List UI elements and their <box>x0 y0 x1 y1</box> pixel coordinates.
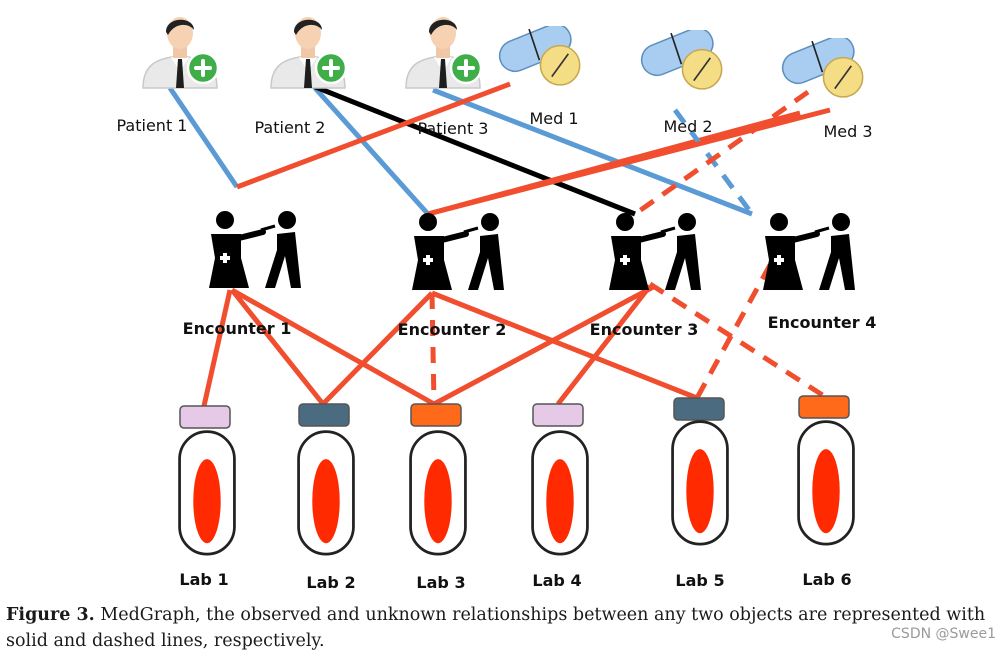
edge-encounter-1-to-lab-1 <box>201 289 233 407</box>
med-label-3: Med 3 <box>823 122 872 141</box>
med-label-1: Med 1 <box>529 109 578 128</box>
edge-patient-2-to-encounter-3 <box>302 79 636 217</box>
edge-encounter-4-to-lab-5 <box>694 263 773 400</box>
edge-encounter-1-to-lab-2 <box>230 288 325 406</box>
pill-icon <box>495 26 581 86</box>
patient-label-3: Patient 3 <box>418 119 489 138</box>
encounter-label-3: Encounter 3 <box>590 320 699 339</box>
encounter-label-1: Encounter 1 <box>183 319 292 338</box>
tube-cap <box>798 395 850 419</box>
nodes-layer: Patient 1 Patient 2 Patient 3 Med 1 Med 2 Med… <box>117 15 877 592</box>
patient-icon <box>404 15 483 90</box>
patient-icon <box>141 15 220 90</box>
edge-med-2-to-encounter-4 <box>672 108 755 216</box>
edges-layer <box>167 79 831 407</box>
encounter-label-4: Encounter 4 <box>768 313 877 332</box>
tube-cap <box>179 405 231 429</box>
edge-patient-3-to-encounter-4 <box>432 87 753 217</box>
edge-med-3-to-encounter-2 <box>427 107 831 217</box>
edge-encounter-3-to-lab-3 <box>432 283 657 407</box>
patient-label-2: Patient 2 <box>255 118 326 137</box>
figure-caption: Figure 3. MedGraph, the observed and unk… <box>6 602 996 654</box>
injection-icon <box>412 213 504 290</box>
lab-label-5: Lab 5 <box>675 571 724 590</box>
injection-icon <box>609 213 701 290</box>
edge-encounter-3-to-lab-4 <box>556 284 652 406</box>
edge-encounter-3-to-lab-6 <box>648 281 826 399</box>
tube-cap <box>532 403 584 427</box>
tube-cap <box>673 397 725 421</box>
lab-label-4: Lab 4 <box>532 571 581 590</box>
figure-number: Figure 3. <box>6 605 95 625</box>
pill-icon <box>637 30 723 90</box>
blood-tube-icon <box>671 420 729 546</box>
blood-tube-icon <box>797 420 855 546</box>
tube-cap <box>410 403 462 427</box>
blood-tube-icon <box>178 430 236 556</box>
watermark: CSDN @Swee1 <box>891 626 996 642</box>
edge-encounter-2-to-lab-5 <box>431 290 698 401</box>
caption-text: MedGraph, the observed and unknown relat… <box>6 605 986 651</box>
injection-icon <box>763 213 855 290</box>
edge-med-3-to-encounter-3 <box>633 89 810 217</box>
lab-label-2: Lab 2 <box>306 573 355 592</box>
edge-encounter-2-to-lab-2 <box>321 291 434 406</box>
lab-label-6: Lab 6 <box>802 570 851 589</box>
tube-cap <box>298 403 350 427</box>
blood-tube-icon <box>297 430 355 556</box>
edge-encounter-1-to-lab-3 <box>230 287 436 407</box>
encounter-label-2: Encounter 2 <box>398 320 507 339</box>
med-label-2: Med 2 <box>663 117 712 136</box>
lab-label-1: Lab 1 <box>179 570 228 589</box>
lab-label-3: Lab 3 <box>416 573 465 592</box>
injection-icon <box>209 211 301 288</box>
edge-encounter-2-to-lab-3 <box>429 292 437 405</box>
edge-patient-2-to-encounter-2 <box>313 86 430 216</box>
edge-patient-1-to-encounter-1 <box>167 86 240 189</box>
blood-tube-icon <box>409 430 467 556</box>
patient-label-1: Patient 1 <box>117 116 188 135</box>
blood-tube-icon <box>531 430 589 556</box>
patient-icon <box>269 15 348 90</box>
edge-med-1-to-encounter-1 <box>236 81 511 190</box>
pill-icon <box>778 38 864 98</box>
